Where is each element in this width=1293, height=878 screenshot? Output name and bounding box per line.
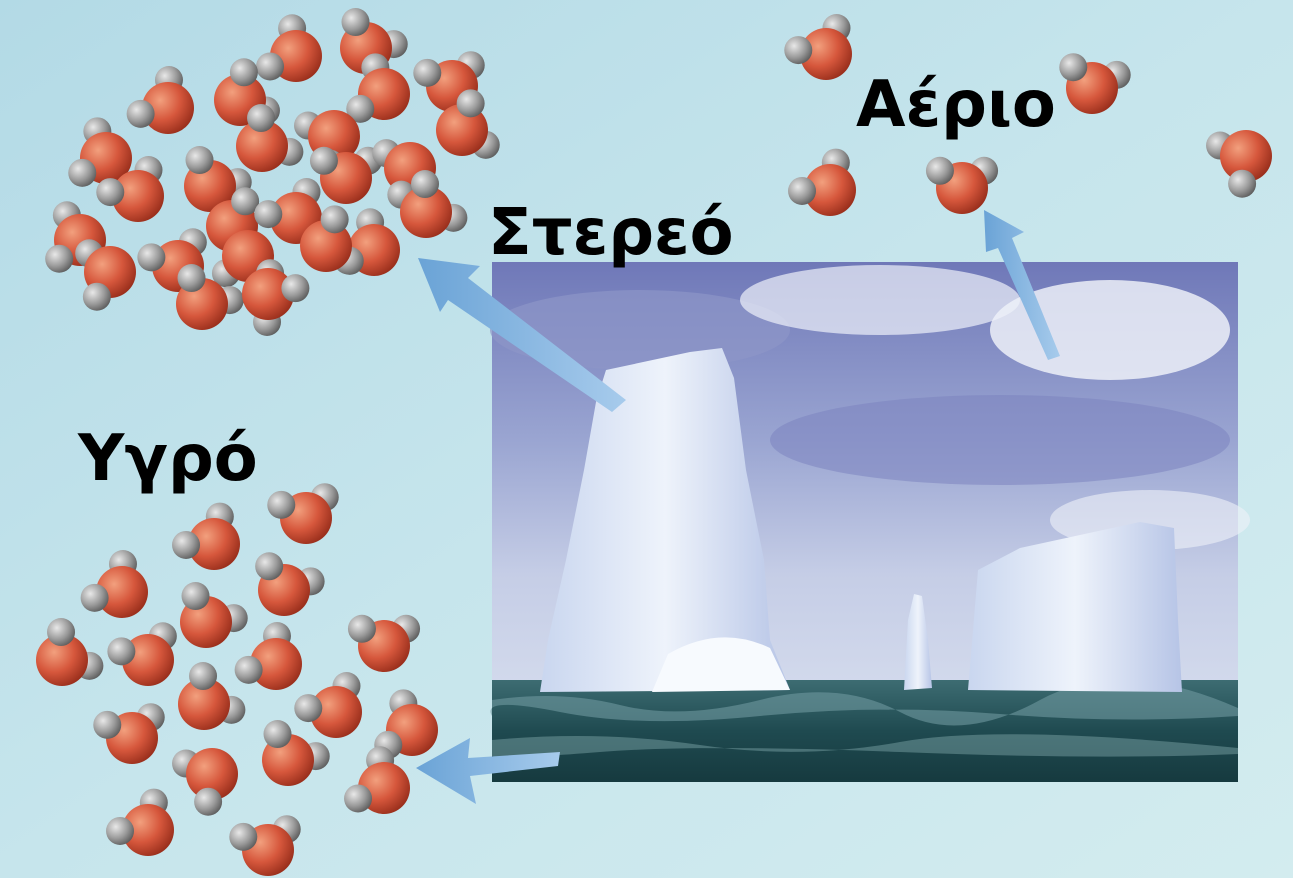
hydrogen-atom: [255, 552, 283, 580]
hydrogen-atom: [344, 784, 372, 812]
hydrogen-atom: [106, 817, 134, 845]
hydrogen-atom: [342, 8, 370, 36]
hydrogen-atom: [47, 618, 75, 646]
hydrogen-atom: [788, 177, 816, 205]
hydrogen-atom: [189, 662, 217, 690]
hydrogen-atom: [194, 788, 222, 816]
hydrogen-atom: [411, 170, 439, 198]
hydrogen-atom: [229, 823, 257, 851]
gas-label: Αέριο: [856, 68, 1056, 142]
hydrogen-atom: [137, 243, 165, 271]
hydrogen-atom: [127, 100, 155, 128]
hydrogen-atom: [96, 178, 124, 206]
hydrogen-atom: [348, 615, 376, 643]
solid-label: Στερεό: [488, 196, 734, 270]
hydrogen-atom: [68, 159, 96, 187]
hydrogen-atom: [182, 582, 210, 610]
hydrogen-atom: [81, 584, 109, 612]
hydrogen-atom: [457, 89, 485, 117]
hydrogen-atom: [93, 711, 121, 739]
hydrogen-atom: [235, 656, 263, 684]
hydrogen-atom: [413, 59, 441, 87]
hydrogen-atom: [256, 52, 284, 80]
hydrogen-atom: [230, 58, 258, 86]
hydrogen-atom: [83, 283, 111, 311]
hydrogen-atom: [107, 637, 135, 665]
hydrogen-atom: [310, 147, 338, 175]
liquid-label: Υγρό: [77, 422, 258, 496]
hydrogen-atom: [254, 200, 282, 228]
hydrogen-atom: [178, 264, 206, 292]
hydrogen-atom: [1228, 170, 1256, 198]
hydrogen-atom: [267, 491, 295, 519]
hydrogen-atom: [281, 274, 309, 302]
hydrogen-atom: [926, 157, 954, 185]
hydrogen-atom: [264, 720, 292, 748]
hydrogen-atom: [172, 531, 200, 559]
hydrogen-atom: [321, 205, 349, 233]
iceberg-photo: [490, 262, 1250, 782]
hydrogen-atom: [784, 36, 812, 64]
hydrogen-atom: [294, 694, 322, 722]
hydrogen-atom: [45, 245, 73, 273]
hydrogen-atom: [186, 146, 214, 174]
hydrogen-atom: [1059, 53, 1087, 81]
hydrogen-atom: [247, 104, 275, 132]
